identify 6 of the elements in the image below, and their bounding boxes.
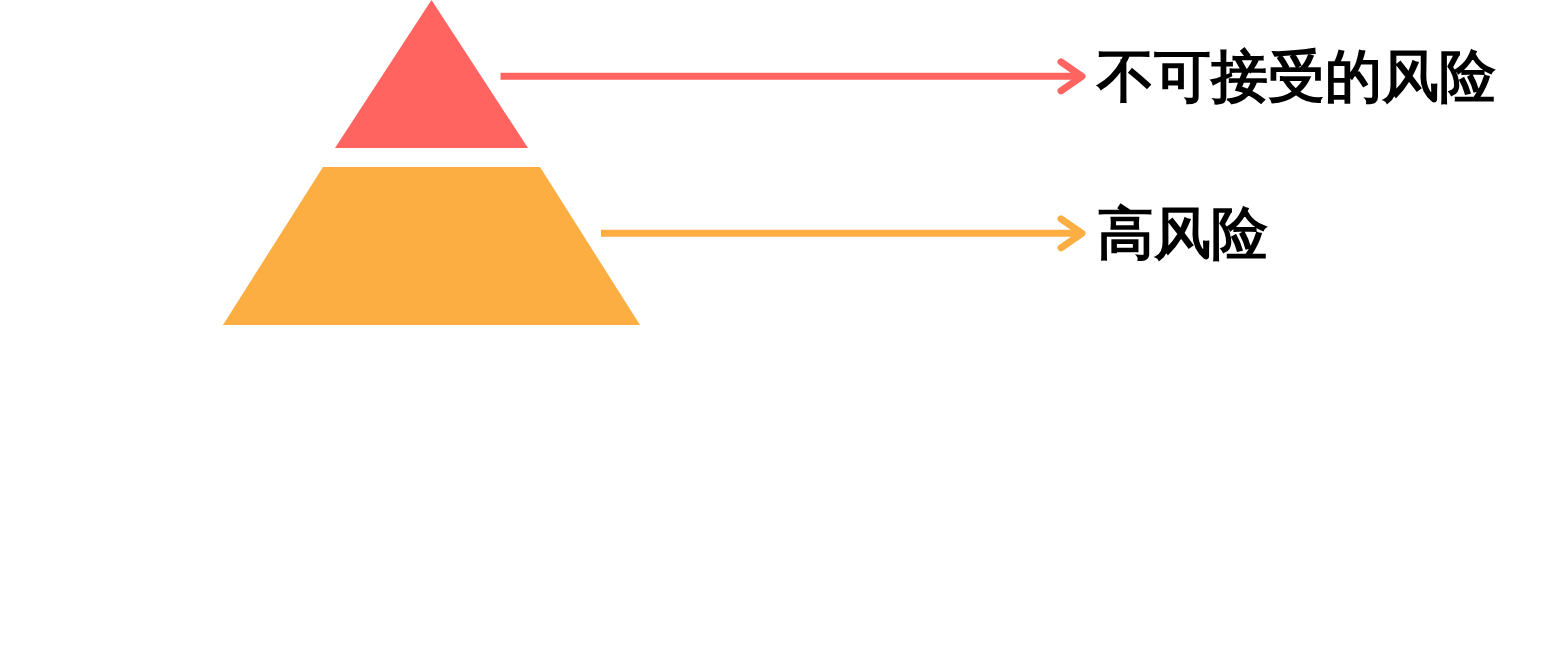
risk-level-label: 不可接受的风险 [1097,45,1496,108]
arrow [601,215,1086,252]
risk-level-label: 高风险 [1097,202,1268,265]
pyramid-top-tier [335,0,528,148]
arrow [500,58,1086,95]
pyramid-middle-tier [223,167,640,325]
